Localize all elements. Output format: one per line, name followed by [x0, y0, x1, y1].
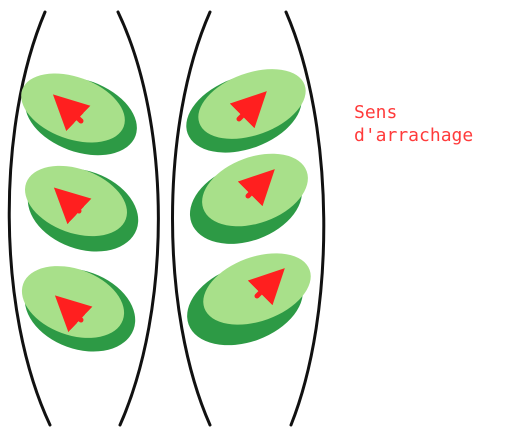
- leaf-left-1: [12, 60, 148, 169]
- caption-line-2: d'arrachage: [354, 124, 504, 147]
- left-column: [9, 12, 158, 425]
- leaf-left-3: [12, 253, 147, 366]
- right-column: [173, 12, 324, 425]
- leaf-right-3: [176, 240, 321, 360]
- direction-caption: Sens d'arrachage: [354, 101, 504, 147]
- leaf-right-1: [175, 56, 315, 168]
- leaf-right-2: [179, 140, 318, 258]
- leaf-left-2: [15, 153, 150, 266]
- caption-line-1: Sens: [354, 101, 504, 124]
